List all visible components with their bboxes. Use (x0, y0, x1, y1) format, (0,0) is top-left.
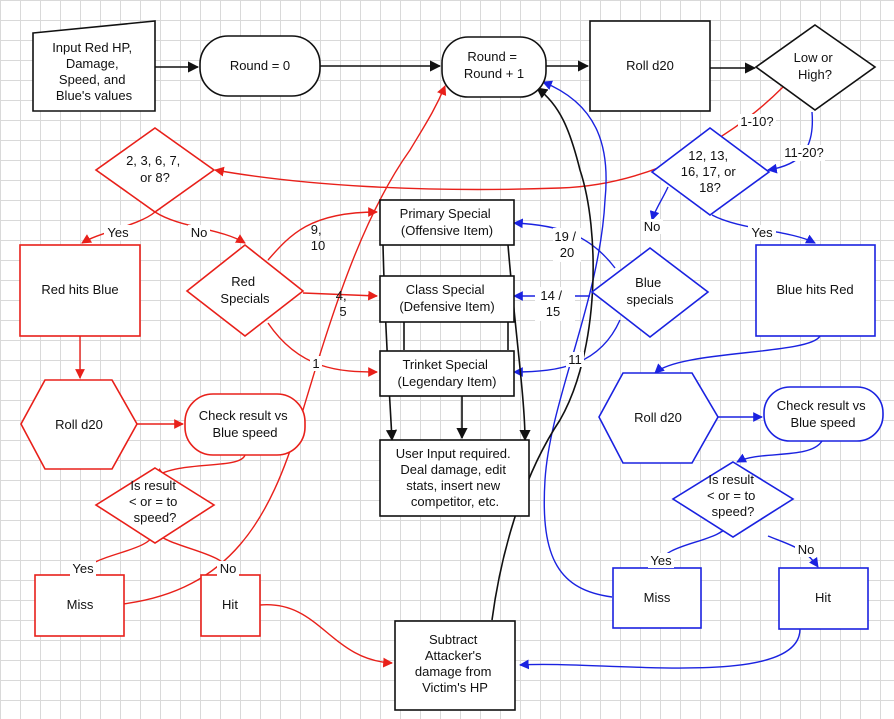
primary-special-node[interactable]: Primary Special (Offensive Item) (379, 199, 515, 246)
blue-specials-text: Blue specials (627, 275, 674, 307)
red-specials-node[interactable]: Red Specials (185, 243, 305, 338)
blue-hit-text: Hit (815, 590, 831, 605)
edge-red-check-to-is-result (154, 454, 246, 478)
red-is-result-text: Is result < or = to speed? (129, 478, 181, 525)
blue-hits-red-text: Blue hits Red (776, 282, 853, 297)
blue-is-result-text: Is result < or = to speed? (707, 472, 759, 519)
red-is-result-node[interactable]: Is result < or = to speed? (94, 467, 216, 544)
edge-red-9-10 (267, 207, 378, 261)
label-red-1: 1 (312, 356, 319, 371)
edge-blue-miss-to-round (542, 80, 613, 598)
red-roll-d20-node[interactable]: Roll d20 (20, 379, 138, 470)
input-node[interactable]: Input Red HP, Damage, Speed, and Blue's … (32, 20, 156, 112)
blue-specials-node[interactable]: Blue specials (590, 246, 710, 339)
label-red-no: No (191, 225, 208, 240)
label-blue-no: No (644, 219, 661, 234)
red-specials-text: Red Specials (220, 274, 270, 306)
edge-labels: 1-10? 11-20? Yes No No Yes 9, 10 4, 5 1 … (70, 114, 825, 576)
red-miss-text: Miss (67, 597, 94, 612)
nodes: Input Red HP, Damage, Speed, and Blue's … (19, 20, 884, 711)
label-high: 11-20? (784, 145, 824, 160)
edge-blue-hit-to-subtract (519, 628, 801, 670)
label-blue-19-20: 19 / 20 (554, 229, 579, 260)
round-zero-text: Round = 0 (230, 58, 290, 73)
low-high-node[interactable]: Low or High? (754, 24, 877, 111)
label-blue-yes: Yes (751, 225, 773, 240)
red-check-speed-text: Check result vs Blue speed (199, 408, 292, 440)
red-number-check-text: 2, 3, 6, 7, or 8? (126, 153, 184, 185)
blue-roll-d20-text: Roll d20 (634, 410, 682, 425)
user-input-text: User Input required. Deal damage, edit s… (396, 446, 515, 509)
red-number-check-node[interactable]: 2, 3, 6, 7, or 8? (94, 127, 216, 213)
blue-roll-d20-node[interactable]: Roll d20 (598, 372, 719, 464)
input-node-text: Input Red HP, Damage, Speed, and Blue's … (52, 40, 136, 103)
blue-check-speed-node[interactable]: Check result vs Blue speed (763, 386, 884, 442)
red-hit-node[interactable]: Hit (200, 574, 261, 637)
blue-number-check-node[interactable]: 12, 13, 16, 17, or 18? (650, 126, 771, 216)
roll-d20-node[interactable]: Roll d20 (589, 20, 711, 112)
low-high-text: Low or High? (794, 50, 837, 82)
edge-red-miss-to-round (122, 85, 447, 605)
label-low: 1-10? (740, 114, 773, 129)
edge-blue-check-to-is-result (736, 440, 823, 463)
trinket-special-text: Trinket Special (Legendary Item) (398, 357, 497, 389)
label-blue-11: 11 (568, 352, 582, 367)
blue-miss-text: Miss (644, 590, 671, 605)
blue-hits-red-node[interactable]: Blue hits Red (755, 244, 876, 337)
roll-d20-text: Roll d20 (626, 58, 674, 73)
class-special-text: Class Special (Defensive Item) (399, 282, 494, 314)
label-red-hit-no: No (220, 561, 237, 576)
class-special-node[interactable]: Class Special (Defensive Item) (379, 275, 515, 323)
red-hits-blue-text: Red hits Blue (41, 282, 118, 297)
red-roll-d20-text: Roll d20 (55, 417, 103, 432)
edge-blue-no (649, 186, 669, 221)
blue-number-check-text: 12, 13, 16, 17, or 18? (681, 148, 740, 195)
primary-special-text: Primary Special (Offensive Item) (400, 206, 495, 238)
round-increment-text: Round = Round + 1 (464, 49, 524, 81)
red-hit-text: Hit (222, 597, 238, 612)
blue-miss-node[interactable]: Miss (612, 567, 702, 629)
label-blue-miss-yes: Yes (650, 553, 672, 568)
round-increment-node[interactable]: Round = Round + 1 (441, 36, 547, 98)
label-red-miss-yes: Yes (72, 561, 94, 576)
red-check-speed-node[interactable]: Check result vs Blue speed (184, 393, 306, 456)
blue-check-speed-text: Check result vs Blue speed (777, 398, 870, 430)
edge-primary-to-input-right (507, 244, 531, 442)
red-hits-blue-node[interactable]: Red hits Blue (19, 244, 141, 337)
label-blue-hit-no: No (798, 542, 815, 557)
label-blue-14-15: 14 / 15 (540, 288, 565, 319)
red-miss-node[interactable]: Miss (34, 574, 125, 637)
label-red-yes: Yes (107, 225, 129, 240)
subtract-damage-text: Subtract Attacker's damage from Victim's… (415, 632, 495, 695)
blue-is-result-node[interactable]: Is result < or = to speed? (671, 461, 795, 538)
edge-subtract-to-round (491, 87, 594, 621)
edge-primary-to-input (382, 244, 398, 442)
round-zero-node[interactable]: Round = 0 (199, 35, 321, 97)
user-input-node[interactable]: User Input required. Deal damage, edit s… (379, 439, 530, 517)
label-red-4-5: 4, 5 (336, 288, 350, 319)
subtract-damage-node[interactable]: Subtract Attacker's damage from Victim's… (394, 620, 516, 711)
blue-hit-node[interactable]: Hit (778, 567, 869, 630)
label-red-9-10: 9, 10 (311, 222, 325, 253)
edge-blue-hits-to-roll (654, 335, 821, 374)
edge-red-hit-to-subtract (259, 604, 393, 668)
trinket-special-node[interactable]: Trinket Special (Legendary Item) (379, 350, 515, 397)
